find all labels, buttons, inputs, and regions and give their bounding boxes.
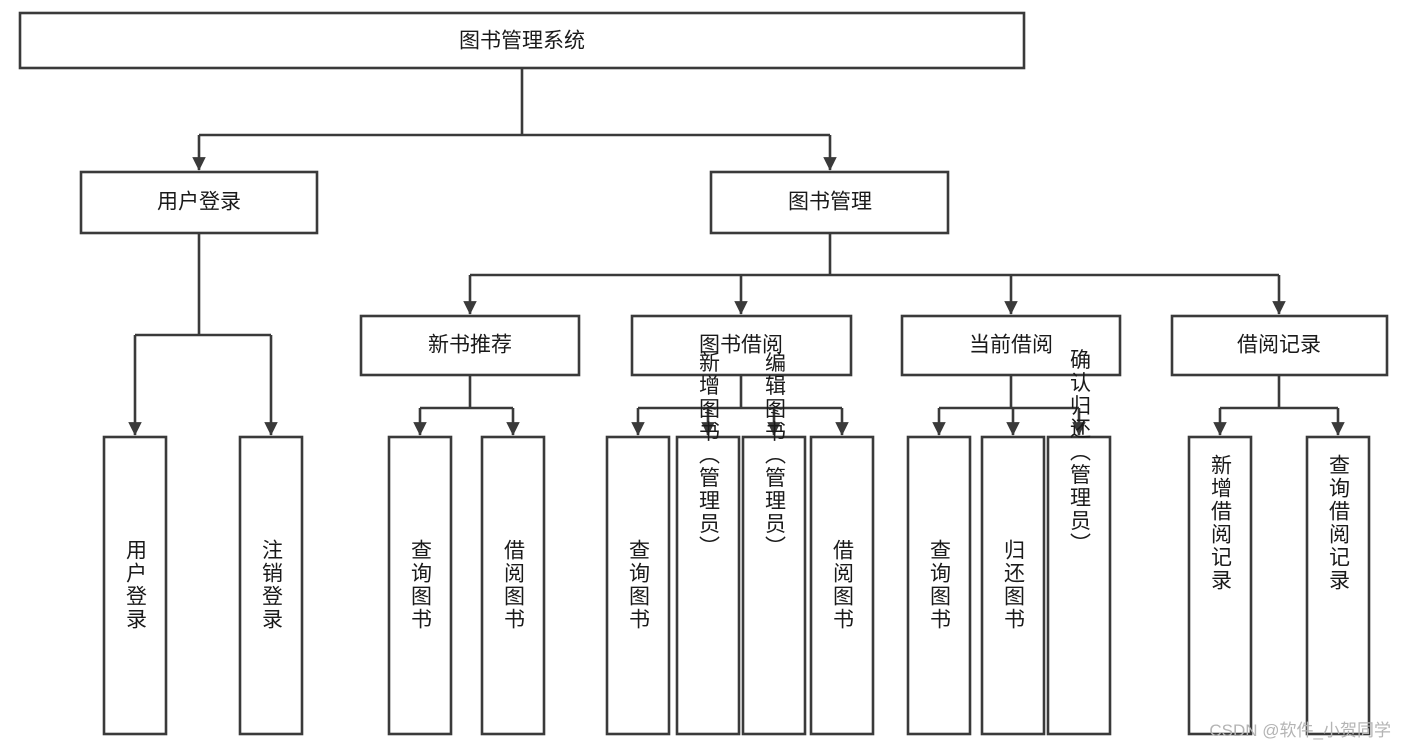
node-current-borrow-label: 当前借阅 (969, 334, 1053, 357)
leaf-book-borrow-0[interactable]: 查询图书 (605, 435, 671, 736)
leaf-book-borrow-1[interactable]: 新增图书（管理员） (675, 352, 741, 736)
node-root-label: 图书管理系统 (459, 30, 585, 53)
leaf-borrow-record-1-label: 查询借阅记录 (1327, 454, 1351, 592)
node-current-borrow[interactable]: 当前借阅 (900, 314, 1122, 377)
leaf-borrow-record-0-label: 新增借阅记录 (1209, 454, 1233, 592)
node-book-management-label: 图书管理 (788, 191, 872, 214)
node-new-book-recommend[interactable]: 新书推荐 (359, 314, 581, 377)
node-user-login[interactable]: 用户登录 (79, 170, 319, 235)
node-book-borrow[interactable]: 图书借阅 (630, 314, 853, 377)
node-user-login-label: 用户登录 (157, 191, 241, 214)
leaf-current-borrow-0-label: 查询图书 (928, 539, 952, 631)
leaf-book-borrow-3-label: 借阅图书 (831, 539, 855, 631)
leaf-user-login-1-label: 注销登录 (260, 539, 284, 631)
leaf-user-login-1[interactable]: 注销登录 (238, 435, 304, 736)
node-book-management[interactable]: 图书管理 (709, 170, 950, 235)
node-new-book-recommend-label: 新书推荐 (428, 334, 512, 357)
nodes-layer: 图书管理系统 用户登录 图书管理 新书推荐 图书借阅 当前 (18, 11, 1389, 736)
edges-layer (128, 68, 1345, 436)
leaf-book-borrow-2-label: 编辑图书（管理员） (763, 352, 787, 559)
leaf-current-borrow-2-label: 确认归还（管理员） (1068, 349, 1092, 556)
leaf-book-borrow-1-label: 新增图书（管理员） (697, 352, 721, 559)
leaf-book-borrow-2[interactable]: 编辑图书（管理员） (741, 352, 807, 736)
csdn-watermark: CSDN @软件_小贺同学 (1209, 721, 1391, 740)
leaf-user-login-0-label: 用户登录 (124, 539, 148, 631)
leaf-new-book-recommend-1[interactable]: 借阅图书 (480, 435, 546, 736)
leaf-current-borrow-1-label: 归还图书 (1002, 539, 1026, 631)
leaf-book-borrow-3[interactable]: 借阅图书 (809, 435, 875, 736)
leaf-current-borrow-1[interactable]: 归还图书 (980, 435, 1046, 736)
node-borrow-record-label: 借阅记录 (1237, 334, 1321, 357)
leaf-new-book-recommend-0-label: 查询图书 (409, 539, 433, 631)
node-book-borrow-label: 图书借阅 (699, 334, 783, 357)
node-borrow-record[interactable]: 借阅记录 (1170, 314, 1389, 377)
leaf-current-borrow-0[interactable]: 查询图书 (906, 435, 972, 736)
leaf-borrow-record-1[interactable]: 查询借阅记录 (1305, 435, 1371, 736)
leaf-current-borrow-2[interactable]: 确认归还（管理员） (1046, 349, 1112, 736)
leaf-book-borrow-0-label: 查询图书 (627, 539, 651, 631)
leaf-new-book-recommend-1-label: 借阅图书 (502, 539, 526, 631)
leaf-borrow-record-0[interactable]: 新增借阅记录 (1187, 435, 1253, 736)
node-root-book-management-system[interactable]: 图书管理系统 (18, 11, 1026, 70)
leaf-new-book-recommend-0[interactable]: 查询图书 (387, 435, 453, 736)
leaf-user-login-0[interactable]: 用户登录 (102, 435, 168, 736)
